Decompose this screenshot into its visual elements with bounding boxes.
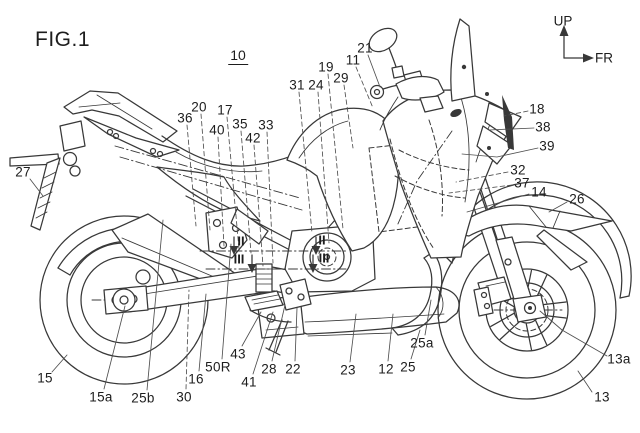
leader-line-43	[242, 312, 261, 346]
leader-line-16	[199, 294, 206, 371]
leader-line-30	[186, 290, 189, 389]
leader-line-20	[201, 114, 210, 230]
leader-line-50r	[222, 244, 231, 359]
leader-line-42	[254, 145, 263, 266]
windscreen	[451, 19, 475, 101]
leader-line-15a	[104, 306, 125, 389]
leader-line-25	[411, 330, 420, 359]
leader-line-15	[52, 355, 67, 372]
leader-line-13a	[540, 311, 607, 356]
direction-compass	[560, 25, 595, 63]
leader-line-26	[549, 202, 567, 212]
mirror	[365, 24, 404, 78]
leader-line-11	[356, 67, 373, 108]
leader-line-21	[368, 55, 380, 87]
leader-line-33	[267, 132, 273, 263]
rear-mudflap	[31, 158, 60, 230]
